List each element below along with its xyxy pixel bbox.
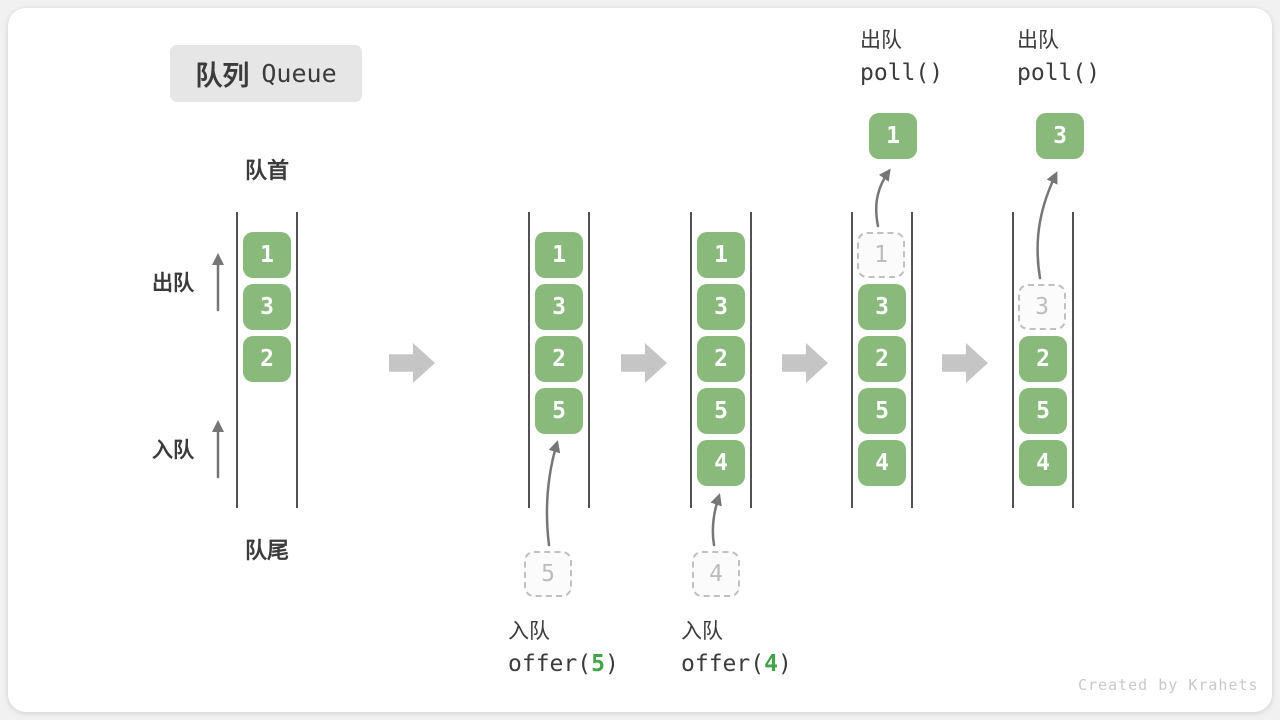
- title-badge: 队列 Queue: [170, 45, 362, 102]
- queue-element: 5: [697, 388, 745, 434]
- queue-element: 2: [1019, 336, 1067, 382]
- queue-element: 5: [858, 388, 906, 434]
- queue-element: 4: [858, 440, 906, 486]
- queue-walls-1: [236, 212, 298, 508]
- enqueue-label: 入队: [508, 619, 550, 643]
- offer-code: offer(4): [681, 651, 792, 677]
- offer-arg: 5: [591, 651, 605, 677]
- removed-element-ghost: 1: [857, 232, 905, 278]
- queue-front-label: 队首: [244, 159, 289, 184]
- queue-element: 2: [858, 336, 906, 382]
- queue-rear-label: 队尾: [244, 539, 289, 564]
- queue-element: 2: [697, 336, 745, 382]
- dequeue-label: 出队: [860, 28, 902, 52]
- queue-walls-3: [690, 212, 752, 508]
- title-en: Queue: [261, 59, 337, 88]
- dequeue-side-label: 出队: [152, 271, 194, 295]
- queue-element: 2: [243, 336, 291, 382]
- queue-element: 5: [535, 388, 583, 434]
- queue-walls-4: [851, 212, 913, 508]
- queue-element: 2: [535, 336, 583, 382]
- enqueue-side-label: 入队: [152, 438, 194, 462]
- dequeue-operation-2: 出队 poll(): [1017, 30, 1100, 85]
- popped-element: 3: [1036, 113, 1084, 159]
- queue-element: 5: [1019, 388, 1067, 434]
- queue-walls-2: [528, 212, 590, 508]
- queue-element: 3: [858, 284, 906, 330]
- watermark: Created by Krahets: [1078, 676, 1259, 694]
- dequeue-label: 出队: [1017, 28, 1059, 52]
- enqueue-operation-5: 入队 offer(5): [508, 621, 619, 676]
- dequeue-operation-1: 出队 poll(): [860, 30, 943, 85]
- popped-element: 1: [869, 113, 917, 159]
- title-zh: 队列: [195, 61, 250, 92]
- removed-element-ghost: 3: [1018, 284, 1066, 330]
- queue-element: 4: [697, 440, 745, 486]
- queue-walls-5: [1012, 212, 1074, 508]
- incoming-element-ghost: 4: [692, 551, 740, 597]
- enqueue-operation-4: 入队 offer(4): [681, 621, 792, 676]
- enqueue-label: 入队: [681, 619, 723, 643]
- queue-element: 3: [535, 284, 583, 330]
- queue-element: 1: [243, 232, 291, 278]
- queue-element: 1: [535, 232, 583, 278]
- queue-element: 1: [697, 232, 745, 278]
- poll-code: poll(): [860, 60, 944, 86]
- queue-element: 3: [243, 284, 291, 330]
- queue-element: 3: [697, 284, 745, 330]
- incoming-element-ghost: 5: [524, 551, 572, 597]
- poll-code: poll(): [1017, 60, 1101, 86]
- queue-element: 4: [1019, 440, 1067, 486]
- offer-code: offer(5): [508, 651, 619, 677]
- offer-arg: 4: [764, 651, 778, 677]
